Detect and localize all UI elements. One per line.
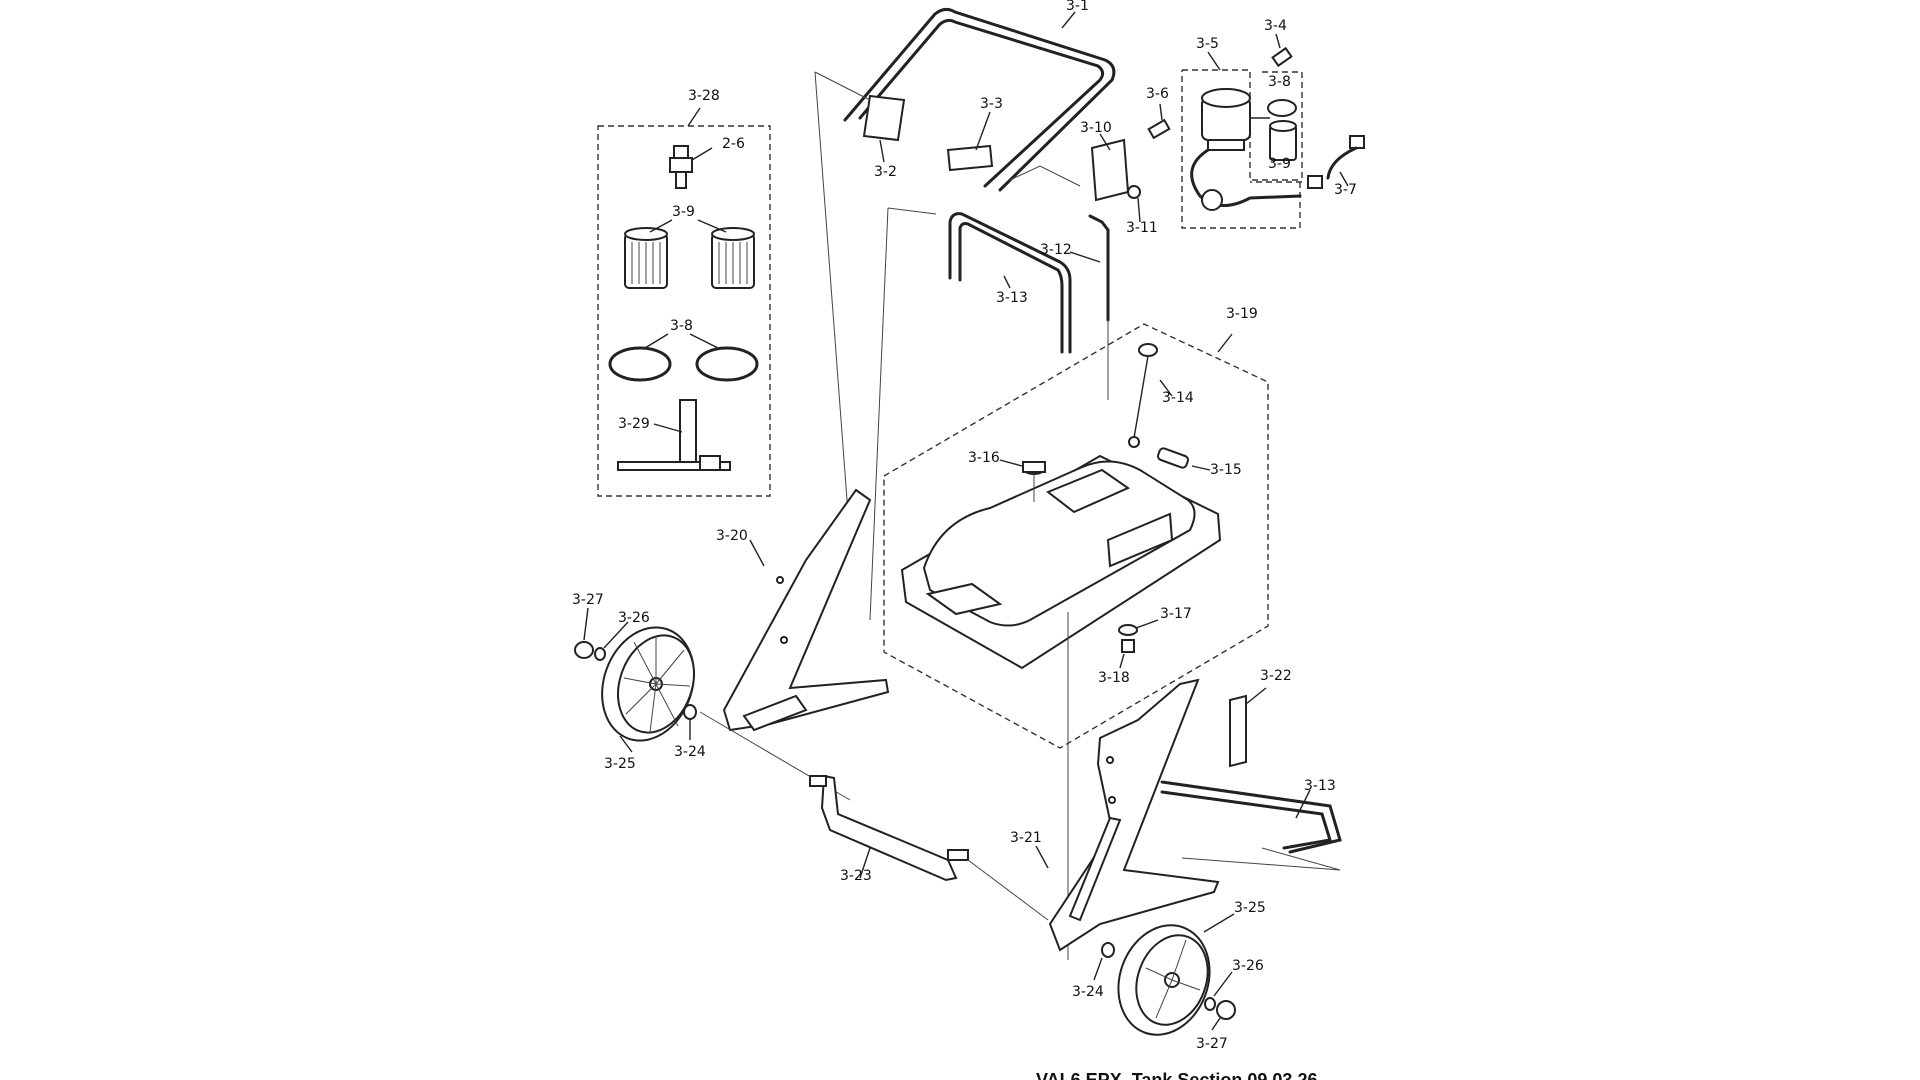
fitting-3-4 [1271,33,1293,68]
label-3-22: 3-22 [1260,668,1292,684]
axle-bracket-3-23 [809,774,969,882]
rod-3-12 [1069,214,1110,322]
label-3-29: 3-29 [618,416,650,432]
label-3-20: 3-20 [716,528,748,544]
label-3-13-a: 3-13 [996,290,1028,306]
frame-right-3-21 [1035,678,1220,952]
label-3-8-a: 3-8 [1268,74,1291,90]
spacer-3-22 [1229,687,1267,768]
wheel-3-25-left [601,626,695,753]
cap-3-27-right [1211,1000,1236,1031]
o-ring-left [608,346,672,382]
label-3-6: 3-6 [1146,86,1169,102]
label-3-28: 3-28 [688,88,720,104]
label-3-8-b: 3-8 [670,318,693,334]
frame-bar-3-13-upper [948,212,1072,354]
connector-3-15 [1156,447,1211,471]
washer-3-17 [1118,619,1159,636]
handle-3-1 [843,7,1116,192]
label-3-21: 3-21 [1010,830,1042,846]
label-3-9-b: 3-9 [672,204,695,220]
frame-left-3-20 [722,488,890,732]
label-3-3: 3-3 [980,96,1003,112]
level-gauge-3-14 [1128,343,1173,448]
label-3-12: 3-12 [1040,242,1072,258]
bracket-3-10 [1090,133,1141,223]
label-3-2: 3-2 [874,164,897,180]
label-3-13-b: 3-13 [1304,778,1336,794]
washer-3-24-right [1093,942,1115,981]
frame-bar-3-13-lower [1160,780,1342,854]
diagram-caption: VAL6 EPX_Tank Section 09.03.26 [1036,1070,1317,1080]
label-3-15: 3-15 [1210,462,1242,478]
nipple-3-6 [1147,103,1171,140]
handle-bracket-3-3 [946,111,994,172]
label-3-19: 3-19 [1226,306,1258,322]
label-3-24-b: 3-24 [1072,984,1104,1000]
clip-3-26-left [594,621,629,661]
label-3-17: 3-17 [1160,606,1192,622]
label-3-26-b: 3-26 [1232,958,1264,974]
label-3-1: 3-1 [1066,0,1089,14]
filter-element-right [711,227,755,289]
tank-assembly-3-19 [883,320,1269,960]
tank-cap-3-16 [999,459,1046,502]
label-3-27-a: 3-27 [572,592,604,608]
label-2-6: 2-6 [722,136,745,152]
filter-kit-small [1250,71,1303,183]
wrench-3-29 [617,399,731,471]
label-3-27-b: 3-27 [1196,1036,1228,1052]
label-3-18: 3-18 [1098,670,1130,686]
label-3-24-a: 3-24 [674,744,706,760]
tank-body [900,454,1222,670]
label-3-16: 3-16 [968,450,1000,466]
label-3-11: 3-11 [1126,220,1158,236]
part-labels: 3-1 3-2 3-3 3-4 3-5 3-6 3-7 3-8 3-9 3-10… [572,0,1357,1052]
label-3-9-a: 3-9 [1268,156,1291,172]
harness-3-7 [1307,135,1365,189]
label-3-26-a: 3-26 [618,610,650,626]
label-3-23: 3-23 [840,868,872,884]
label-3-25-a: 3-25 [604,756,636,772]
filter-assembly-3-5 [1181,51,1302,229]
wheel-3-25-right [1117,913,1235,1036]
label-3-10: 3-10 [1080,120,1112,136]
label-3-5: 3-5 [1196,36,1219,52]
o-ring-right [695,346,759,382]
label-3-14: 3-14 [1162,390,1194,406]
label-3-25-b: 3-25 [1234,900,1266,916]
cap-3-27-left [574,607,594,659]
clip-3-26-right [1204,971,1233,1011]
handle-bracket-3-2 [862,94,906,163]
drain-bolt-3-18 [1119,639,1135,669]
label-3-7: 3-7 [1334,182,1357,198]
valve-2-6 [669,145,713,189]
filter-element-left [624,227,668,289]
service-kit-group [597,107,771,497]
washer-3-24-left [683,704,697,740]
label-3-4: 3-4 [1264,18,1287,34]
